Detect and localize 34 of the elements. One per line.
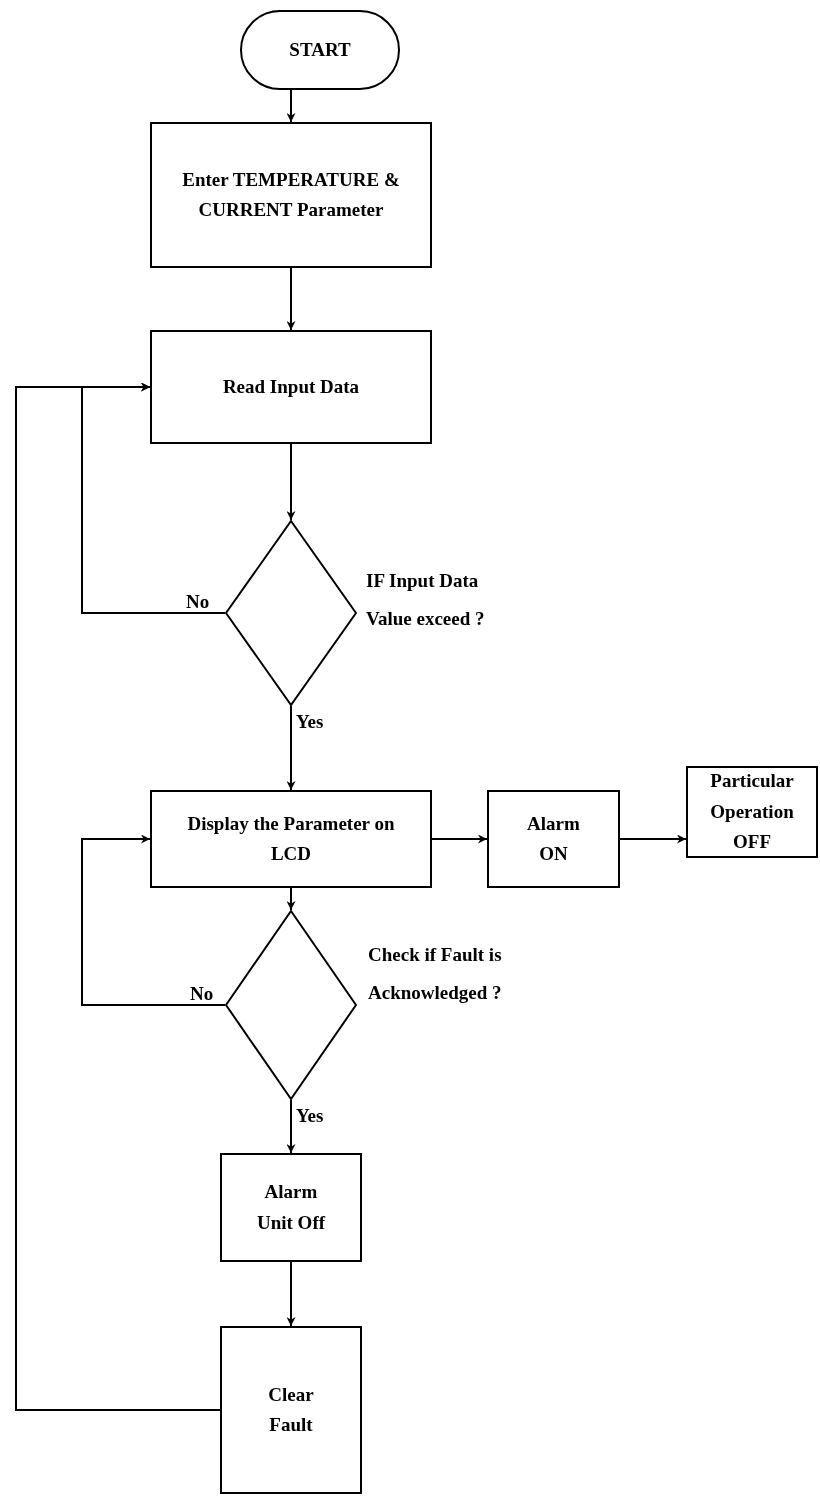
process-box	[220, 1326, 362, 1494]
decision-text: Check if Fault is Acknowledged ?	[368, 943, 503, 1005]
arrow	[15, 382, 221, 1411]
process-box	[220, 1153, 362, 1262]
decision-diamond	[225, 520, 357, 706]
edge-label: Yes	[296, 1106, 324, 1125]
arrow	[286, 267, 296, 331]
node-text: Clear Fault	[267, 1382, 315, 1437]
edge-label: No	[190, 984, 214, 1003]
process-box	[150, 790, 432, 888]
arrow	[286, 1261, 296, 1327]
process-box	[150, 122, 432, 268]
node-text: Alarm Unit Off	[255, 1180, 327, 1235]
node-text: Particular Operation OFF	[710, 769, 794, 855]
process-box	[487, 790, 620, 888]
edge-label: Yes	[296, 712, 324, 731]
arrow	[286, 443, 296, 521]
arrow	[286, 705, 296, 791]
process-box	[686, 766, 818, 858]
arrow	[619, 834, 687, 844]
process-box	[150, 330, 432, 444]
arrow	[286, 1099, 296, 1154]
arrow	[81, 834, 226, 1006]
node-text: Read Input Data	[222, 374, 360, 399]
edge-label: No	[186, 592, 210, 611]
node-text: START	[289, 37, 351, 62]
node-text: Alarm ON	[526, 811, 581, 866]
decision-diamond	[225, 910, 357, 1100]
arrow	[431, 834, 488, 844]
arrow	[286, 887, 296, 911]
node-text: Display the Parameter on LCD	[186, 811, 396, 866]
node-text: Enter TEMPERATURE & CURRENT Parameter	[181, 167, 401, 222]
arrow	[286, 89, 296, 123]
decision-text: IF Input Data Value exceed ?	[366, 569, 486, 631]
